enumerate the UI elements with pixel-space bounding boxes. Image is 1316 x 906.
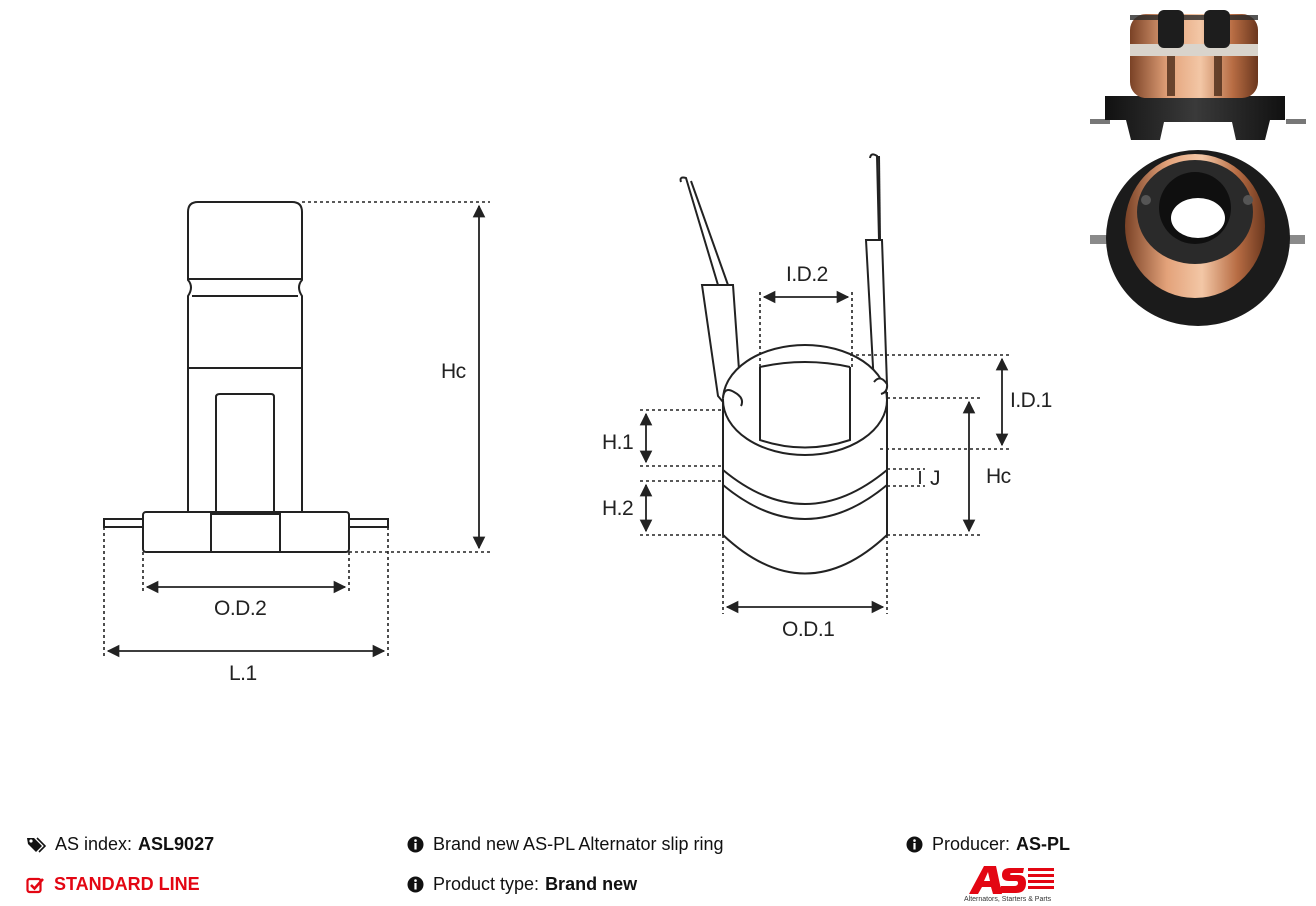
side-view-drawing: [103, 201, 389, 553]
product-type-label: Product type:: [433, 874, 540, 894]
product-photo-top: [1090, 150, 1305, 326]
id2-label: I.D.2: [786, 263, 828, 286]
producer-label: Producer:: [932, 834, 1011, 854]
as-logo-mark: [969, 866, 1054, 894]
as-index-value: ASL9027: [138, 834, 215, 854]
perspective-dimensions: [640, 292, 1010, 614]
description-row: Brand new AS-PL Alternator slip ring: [407, 834, 724, 855]
h2-label: H.2: [602, 497, 633, 520]
tag-icon: [27, 836, 46, 853]
info-icon: [407, 876, 424, 893]
product-line-row: STANDARD LINE: [26, 874, 200, 895]
h1-label: H.1: [602, 431, 633, 454]
as-index-row: AS index: ASL9027: [26, 834, 214, 855]
hc-label-right: Hc: [986, 465, 1011, 488]
product-type-row: Product type: Brand new: [407, 874, 637, 895]
perspective-drawing: [679, 153, 889, 575]
product-type-value: Brand new: [545, 874, 638, 894]
l1-label: L.1: [229, 662, 257, 685]
od2-label: O.D.2: [214, 597, 266, 620]
logo-tagline: Alternators, Starters & Parts: [964, 896, 1052, 903]
info-icon: [407, 836, 424, 853]
checkbox-icon: [26, 877, 44, 893]
as-pl-logo: Alternators, Starters & Parts: [962, 864, 1072, 906]
j-label: J: [930, 467, 940, 490]
side-view-dimensions: [103, 201, 490, 656]
standard-line-label: STANDARD LINE: [54, 874, 200, 894]
hc-label-left: Hc: [441, 360, 466, 383]
producer-value: AS-PL: [1016, 834, 1071, 854]
product-description: Brand new AS-PL Alternator slip ring: [433, 834, 724, 854]
as-index-label: AS index:: [55, 834, 133, 854]
product-photo-side: [1090, 10, 1306, 140]
info-icon: [906, 836, 923, 853]
od1-label: O.D.1: [782, 618, 834, 641]
producer-row: Producer: AS-PL: [906, 834, 1070, 855]
id1-label: I.D.1: [1010, 389, 1052, 412]
